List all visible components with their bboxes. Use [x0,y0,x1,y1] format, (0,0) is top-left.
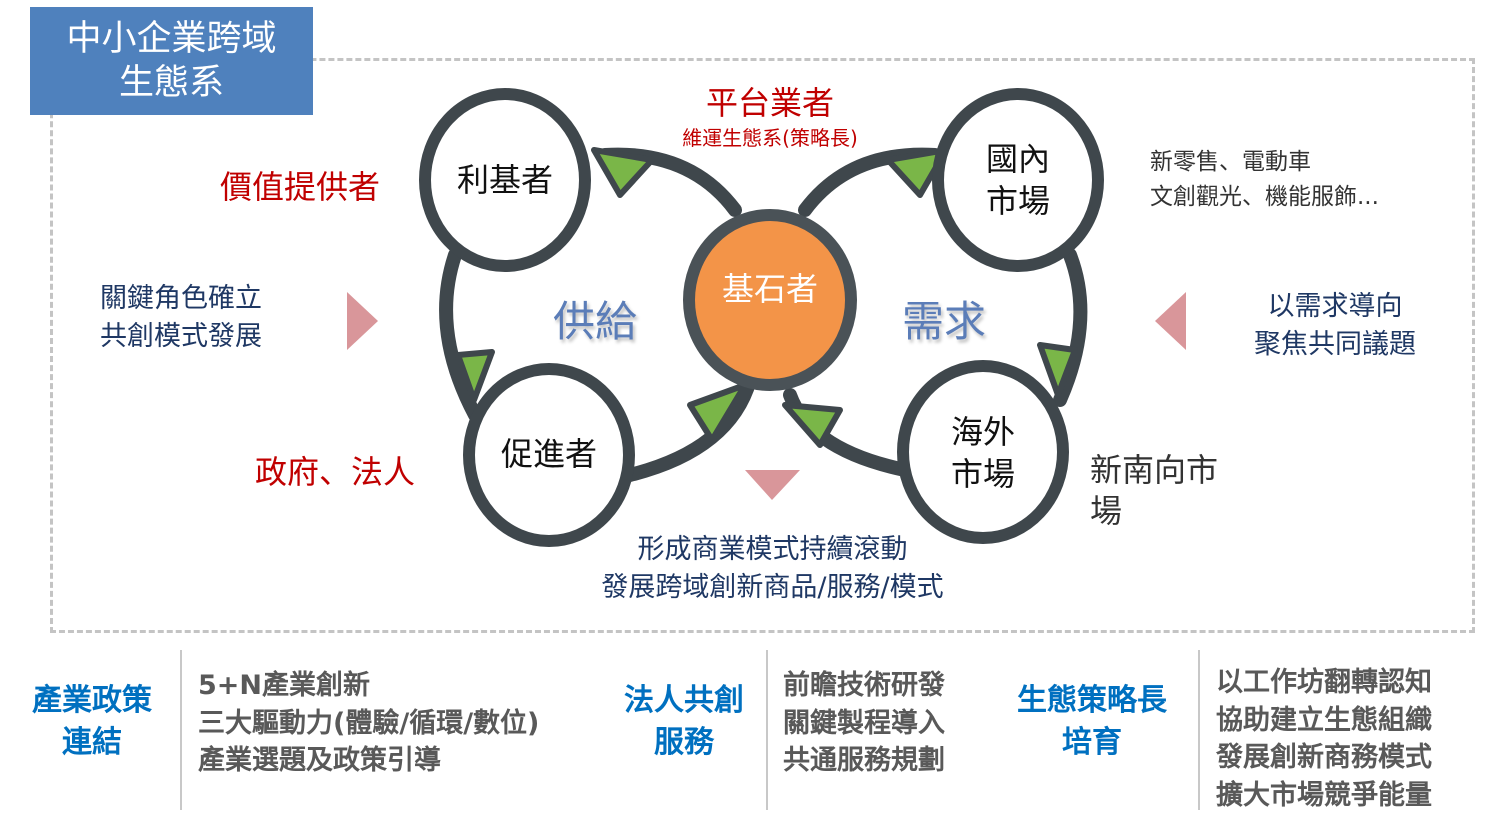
right-note-line1: 以需求導向 [1267,291,1403,322]
node-overseas-label: 海外 市場 [923,411,1043,495]
domestic-examples: 新零售、電動車 文創觀光、機能服飾... [1150,145,1379,215]
node-facilitator-label: 促進者 [500,435,597,473]
platform-sub-label: 維運生態系(策略長) [682,126,858,150]
bottom-note-line1: 形成商業模式持續滾動 [637,534,908,565]
left-note-line1: 關鍵角色確立 [100,283,262,314]
list-item: 前瞻技術研發 [783,670,945,701]
arc-domestic-to-overseas [1053,248,1088,407]
list-item: 共通服務規劃 [783,745,945,776]
node-overseas-circle [897,360,1069,544]
heading-line: 生態策略長 [1017,683,1167,718]
pointer-down-icon [745,470,800,500]
new-south-line1: 新南向市 [1090,451,1219,489]
list-item: 5+N產業創新 [198,670,371,701]
left-note: 關鍵角色確立 共創模式發展 [100,280,262,356]
pointer-right-icon [347,292,378,350]
arrow-head-keystone-right [782,402,843,448]
footer-items-strategy: 以工作坊翻轉認知 協助建立生態組織 發展創新商務模式 擴大市場競爭能量 [1216,664,1432,814]
list-item: 擴大市場競爭能量 [1216,779,1432,811]
divider [1198,650,1200,810]
demand-label: 需求 [902,297,987,346]
right-note-line2: 聚焦共同議題 [1254,329,1416,360]
divider [766,650,768,810]
footer-items-policy: 5+N產業創新 三大驅動力(體驗/循環/數位) 產業選題及政策引導 [198,667,539,780]
node-niche-label: 利基者 [456,161,553,199]
new-south-line2: 場 [1090,492,1123,530]
node-niche-circle [419,88,591,272]
pointer-left-icon [1155,292,1186,350]
node-keystone-circle [683,209,857,391]
list-item: 三大驅動力(體驗/循環/數位) [198,707,540,739]
value-provider-label: 價值提供者 [220,168,381,206]
list-item: 以工作坊翻轉認知 [1216,667,1432,698]
domestic-examples-line2: 文創觀光、機能服飾... [1150,184,1379,210]
divider [180,650,182,810]
bottom-note-line2: 發展跨域創新商品/服務/模式 [601,572,944,603]
gov-label: 政府、法人 [255,453,416,491]
list-item: 產業選題及政策引導 [198,745,441,776]
ecosystem-frame [50,58,1475,633]
arrow-head-overseas [1037,342,1078,398]
list-item: 協助建立生態組織 [1216,704,1432,736]
node-domestic-line2: 市場 [985,182,1050,220]
node-domestic-label: 國內 市場 [958,138,1078,222]
footer-heading-policy: 產業政策 連結 [12,680,172,764]
heading-line: 服務 [654,725,714,760]
right-note: 以需求導向 聚焦共同議題 [1235,288,1435,364]
footer-heading-strategy: 生態策略長 培育 [997,680,1187,764]
node-keystone-label: 基石者 [721,270,818,308]
heading-line: 培育 [1062,725,1122,760]
arrow-head-keystone-left [687,382,748,443]
heading-line: 法人共創 [624,683,744,718]
node-facilitator-circle [463,363,635,547]
heading-line: 產業政策 [32,683,152,718]
node-overseas-line2: 市場 [950,455,1015,493]
new-south-label: 新南向市 場 [1090,450,1218,532]
list-item: 發展創新商務模式 [1216,742,1432,773]
node-overseas-line1: 海外 [950,413,1015,451]
supply-label: 供給 [553,297,638,346]
arrow-head-niche [591,147,655,198]
heading-line: 連結 [62,725,122,760]
left-note-line2: 共創模式發展 [100,321,262,352]
node-domestic-line1: 國內 [985,140,1050,178]
title-line2: 生態系 [118,63,224,103]
arc-niche-to-facilitator [439,248,482,422]
footer-items-legal: 前瞻技術研發 關鍵製程導入 共通服務規劃 [783,667,945,780]
title-line1: 中小企業跨域 [66,19,277,59]
list-item: 關鍵製程導入 [783,707,945,739]
footer-heading-legal: 法人共創 服務 [604,680,764,764]
arrow-head-facilitator [455,349,495,403]
node-domestic-circle [932,88,1104,272]
title-box: 中小企業跨域 生態系 [30,7,313,115]
bottom-note: 形成商業模式持續滾動 發展跨域創新商品/服務/模式 [560,531,985,607]
domestic-examples-line1: 新零售、電動車 [1150,149,1311,175]
platform-label: 平台業者 [705,84,834,122]
